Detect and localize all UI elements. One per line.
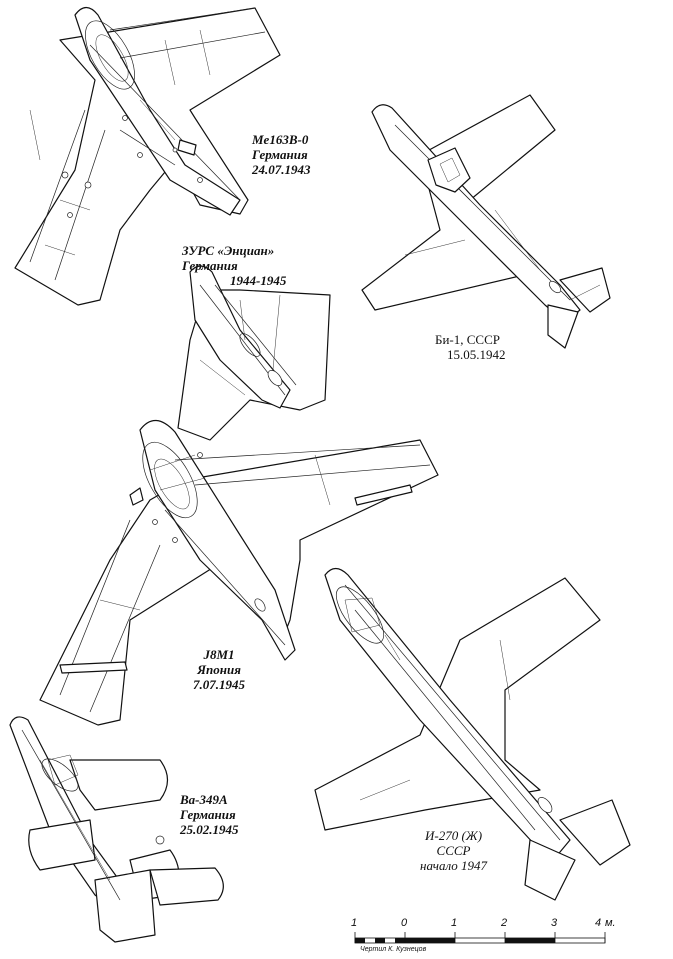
ba349-caption: Ba-349A Германия 25.02.1945 [180,792,239,837]
ba349-date: 25.02.1945 [180,822,239,837]
me163-drawing [14,6,281,306]
scale-unit: м. [605,917,616,929]
scale-tick-label: 1 [351,917,358,929]
enzian-country: Германия [182,258,238,273]
me163-country: Германия [252,147,308,162]
scale-tick-label: 0 [401,917,408,929]
j8m1-date: 7.07.1945 [193,677,245,692]
bi1-date: 15.05.1942 [447,347,506,362]
enzian-name: ЗУРС «Энциан» [182,243,275,258]
me163-caption: Me163B-0 Германия 24.07.1943 [252,132,311,177]
scale-tick-label: 3 [551,917,558,929]
bi1-drawing [361,94,611,349]
drawing-credit: Чертил К. Кузнецов [360,946,427,953]
bi1-name: Би-1, СССР [435,332,500,347]
scale-tick-label: 1 [451,917,458,929]
me163-date: 24.07.1943 [252,162,311,177]
j8m1-country: Япония [197,662,241,677]
enzian-caption: ЗУРС «Энциан» Германия 1944-1945 [182,243,286,288]
enzian-drawing [177,265,331,441]
i270-drawing [314,567,631,901]
j8m1-caption: J8M1 Япония 7.07.1945 [193,647,245,692]
j8m1-name: J8M1 [203,647,235,662]
scale-tick-label: 2 [501,917,508,929]
me163-name: Me163B-0 [252,132,309,147]
i270-name: И-270 (Ж) [425,828,483,843]
scale-tick-label: 4 [595,917,602,929]
j8m1-drawing [39,419,439,726]
i270-caption: И-270 (Ж) СССР начало 1947 [420,828,487,873]
i270-country: СССР [436,843,471,858]
bi1-caption: Би-1, СССР 15.05.1942 [435,332,506,362]
ba349-country: Германия [180,807,236,822]
scale-bar [354,932,606,944]
ba349-name: Ba-349A [180,792,228,807]
enzian-date: 1944-1945 [230,273,287,288]
i270-date: начало 1947 [420,858,488,873]
ba349-drawing [9,716,224,943]
